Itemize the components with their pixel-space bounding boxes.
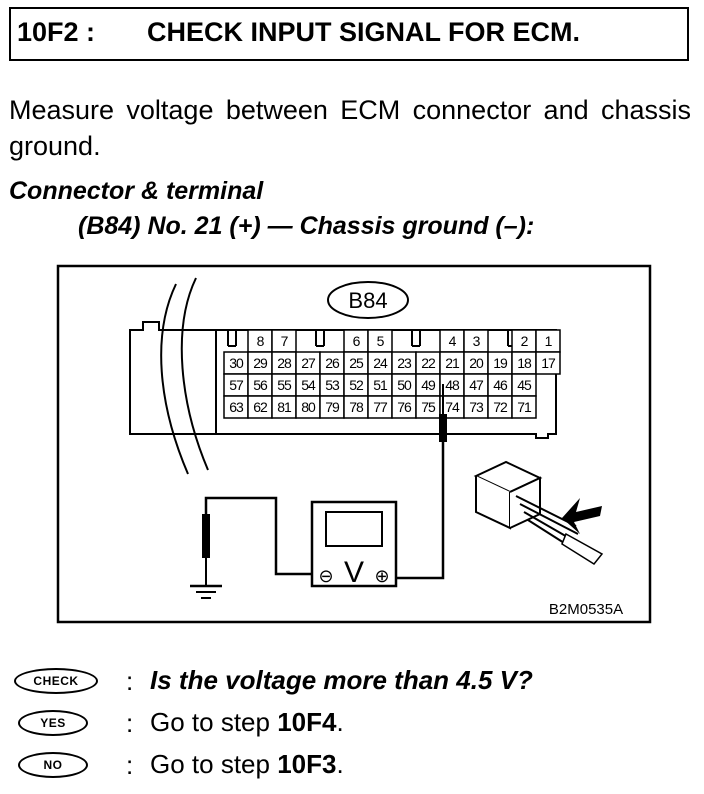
terminal-number: 8 bbox=[257, 333, 265, 349]
terminal-number: 63 bbox=[229, 399, 244, 415]
terminal-number: 22 bbox=[421, 355, 436, 371]
terminal-number: 20 bbox=[469, 355, 484, 371]
step-code: 10F2 : bbox=[17, 17, 96, 47]
terminal-number: 24 bbox=[373, 355, 388, 371]
terminal-number: 71 bbox=[517, 399, 532, 415]
terminal-number: 45 bbox=[517, 377, 532, 393]
yes-separator: : bbox=[126, 708, 134, 738]
no-badge: NO bbox=[18, 752, 88, 778]
figure-code: B2M0535A bbox=[549, 601, 623, 618]
no-step-link[interactable]: 10F3 bbox=[277, 749, 337, 779]
terminal-number: 74 bbox=[445, 399, 460, 415]
terminal-number: 80 bbox=[301, 399, 316, 415]
voltmeter: V ⊖ ⊕ bbox=[310, 500, 398, 589]
terminal-number: 19 bbox=[493, 355, 508, 371]
yes-step-link[interactable]: 10F4 bbox=[277, 707, 337, 737]
terminal-number: 5 bbox=[377, 333, 385, 349]
terminal-number: 72 bbox=[493, 399, 508, 415]
check-row: CHECK : Is the voltage more than 4.5 V? bbox=[0, 664, 704, 698]
terminal-number: 26 bbox=[325, 355, 340, 371]
terminal-number: 25 bbox=[349, 355, 364, 371]
terminal-number: 2 bbox=[521, 333, 529, 349]
yes-period: . bbox=[336, 707, 344, 737]
terminal-number: 78 bbox=[349, 399, 364, 415]
terminal-number: 17 bbox=[541, 355, 556, 371]
connector-view-illustration bbox=[473, 460, 604, 565]
connector-spec: (B84) No. 21 (+) — Chassis ground (–): bbox=[78, 212, 535, 240]
terminal-number: 1 bbox=[545, 333, 553, 349]
terminal-number: 54 bbox=[301, 377, 316, 393]
no-row: NO : Go to step 10F3. bbox=[0, 748, 704, 782]
terminal-number: 49 bbox=[421, 377, 436, 393]
terminal-number: 6 bbox=[353, 333, 361, 349]
connector-label: B84 bbox=[348, 288, 387, 313]
terminal-number: 4 bbox=[449, 333, 457, 349]
terminal-number: 46 bbox=[493, 377, 508, 393]
terminal-number: 73 bbox=[469, 399, 484, 415]
ground-probe bbox=[190, 496, 312, 599]
terminal-number: 53 bbox=[325, 377, 340, 393]
terminal-cavity bbox=[511, 395, 537, 419]
check-separator: : bbox=[126, 666, 134, 696]
voltmeter-symbol: V bbox=[344, 556, 364, 589]
meter-negative-terminal: ⊖ bbox=[318, 566, 333, 586]
no-period: . bbox=[336, 749, 344, 779]
terminal-number: 23 bbox=[397, 355, 412, 371]
instruction-text: Measure voltage between ECM connector an… bbox=[9, 95, 691, 161]
terminal-number: 47 bbox=[469, 377, 484, 393]
terminal-number: 48 bbox=[445, 377, 460, 393]
check-question: Is the voltage more than 4.5 V? bbox=[150, 665, 533, 695]
terminal-number: 76 bbox=[397, 399, 412, 415]
terminal-number: 52 bbox=[349, 377, 364, 393]
no-answer-prefix: Go to step bbox=[150, 749, 278, 779]
break-line-left bbox=[160, 283, 189, 475]
terminal-number: 57 bbox=[229, 377, 244, 393]
terminal-number: 79 bbox=[325, 399, 340, 415]
step-heading: 10F2 : CHECK INPUT SIGNAL FOR ECM. bbox=[9, 7, 689, 61]
yes-answer: Go to step 10F4. bbox=[150, 707, 344, 738]
terminal-number: 50 bbox=[397, 377, 412, 393]
connector-label-oval bbox=[327, 281, 409, 319]
connector-heading: Connector & terminal bbox=[9, 177, 264, 205]
view-direction-arrow bbox=[562, 498, 602, 534]
step-title: CHECK INPUT SIGNAL FOR ECM. bbox=[147, 17, 581, 47]
terminal-cavity bbox=[535, 351, 561, 375]
terminal-number: 75 bbox=[421, 399, 436, 415]
terminal-number: 56 bbox=[253, 377, 268, 393]
no-answer: Go to step 10F3. bbox=[150, 749, 344, 780]
terminal-number: 27 bbox=[301, 355, 316, 371]
terminal-number: 30 bbox=[229, 355, 244, 371]
terminal-number: 29 bbox=[253, 355, 268, 371]
terminal-number: 18 bbox=[517, 355, 532, 371]
no-separator: : bbox=[126, 750, 134, 780]
check-badge: CHECK bbox=[14, 668, 98, 694]
terminal-number: 81 bbox=[277, 399, 292, 415]
yes-row: YES : Go to step 10F4. bbox=[0, 706, 704, 740]
terminal-number: 7 bbox=[281, 333, 289, 349]
meter-positive-terminal: ⊕ bbox=[374, 566, 389, 586]
terminal-number: 62 bbox=[253, 399, 268, 415]
positive-probe bbox=[386, 384, 447, 580]
terminal-number: 21 bbox=[445, 355, 460, 371]
yes-answer-prefix: Go to step bbox=[150, 707, 278, 737]
yes-badge: YES bbox=[18, 710, 88, 736]
break-line-right bbox=[180, 277, 209, 471]
terminal-number: 55 bbox=[277, 377, 292, 393]
terminal-number: 28 bbox=[277, 355, 292, 371]
terminal-number: 51 bbox=[373, 377, 388, 393]
terminal-number: 3 bbox=[473, 333, 481, 349]
terminal-number: 77 bbox=[373, 399, 388, 415]
